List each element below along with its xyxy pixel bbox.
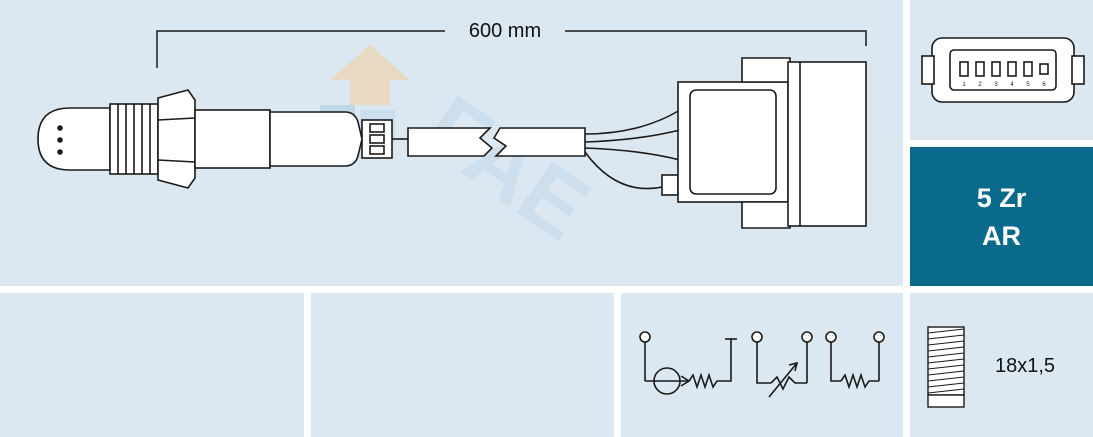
thread-icon [927, 326, 965, 408]
wiring-schematic [639, 331, 885, 398]
pin-number-5: 5 [1026, 82, 1030, 88]
pin-number-2: 2 [978, 82, 982, 88]
sensor-type-line2: AR [982, 220, 1021, 251]
sensor-type-badge: 5 Zr AR [910, 147, 1093, 286]
pin-number-1: 1 [962, 82, 966, 88]
wiring-diagram-panel [621, 293, 903, 437]
connector-face-icon: 1 2 3 4 5 6 [921, 37, 1085, 103]
length-dimension: 600 mm [156, 20, 867, 68]
empty-panel-2 [311, 293, 614, 437]
sensor-hex-nut [157, 89, 196, 189]
pin-number-6: 6 [1042, 82, 1046, 88]
length-label: 600 mm [469, 20, 541, 42]
sensor-cable [407, 127, 494, 157]
plug-cap [787, 61, 867, 227]
sensor-body [194, 109, 271, 169]
empty-panel-1 [0, 293, 304, 437]
pin-number-4: 4 [1010, 82, 1014, 88]
sensor-tip [37, 107, 111, 171]
pin-number-3: 3 [994, 82, 998, 88]
thread-size-label: 18x1,5 [995, 355, 1056, 377]
sensor-type-line1: 5 Zr [976, 182, 1027, 213]
oxygen-sensor-drawing [37, 57, 867, 229]
variable-resistor-arrow [768, 362, 798, 398]
heater-resistor [840, 372, 879, 390]
